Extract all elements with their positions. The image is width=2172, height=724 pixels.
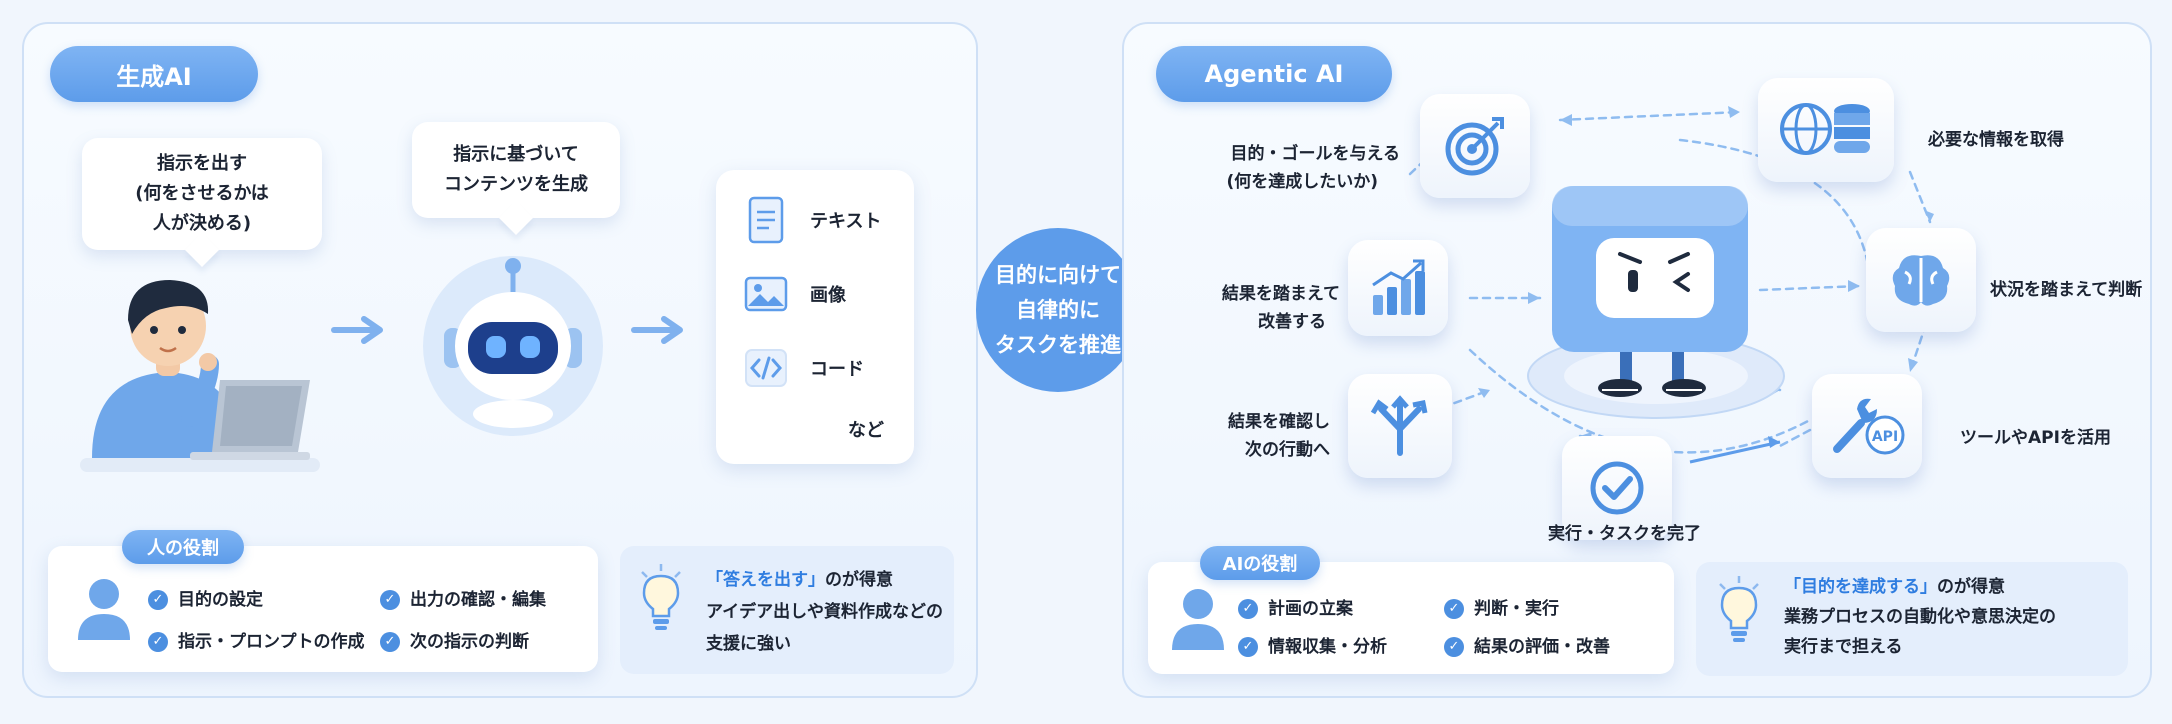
role-text: 出力の確認・編集 (410, 590, 546, 610)
confirm-tile (1348, 374, 1452, 478)
role-text: 判断・実行 (1474, 599, 1559, 619)
human-role-item: ✓ 出力の確認・編集 (380, 585, 546, 610)
ai-role-title: AIの役割 (1200, 546, 1320, 580)
lightbulb-icon (634, 562, 688, 632)
info-label: 必要な情報を取得 (1928, 126, 2064, 154)
document-icon (744, 196, 788, 244)
center-line: 自律的に (978, 293, 1138, 328)
wrench-api-icon: API (1829, 395, 1905, 457)
ai-role-item: ✓ 情報収集・分析 (1238, 632, 1387, 657)
generative-ai-title: 生成AI (50, 46, 258, 102)
output-item-image: 画像 (744, 272, 846, 316)
goal-line: (何を達成したいか) (1188, 168, 1378, 196)
check-icon: ✓ (1444, 637, 1464, 657)
ai-role-item: ✓ 結果の評価・改善 (1444, 632, 1610, 657)
output-item-text: テキスト (744, 196, 881, 244)
tip-rest: のが得意 (1937, 577, 2005, 597)
confirm-label: 結果を確認し 次の行動へ (1210, 408, 1330, 464)
ai-role-item: ✓ 判断・実行 (1444, 594, 1559, 619)
output-item-code: コード (744, 346, 864, 390)
center-line: タスクを推進 (978, 328, 1138, 363)
tip-rest: のが得意 (825, 570, 893, 590)
role-text: 指示・プロンプトの作成 (178, 632, 365, 652)
tip-line: 業務プロセスの自動化や意思決定の (1784, 602, 2056, 632)
center-label: 目的に向けて 自律的に タスクを推進 (978, 258, 1138, 363)
agent-character (1516, 180, 1796, 430)
output-label: 画像 (810, 281, 846, 307)
improve-label: 結果を踏まえて 改善する (1200, 280, 1340, 336)
person-laptop-illustration (70, 268, 330, 478)
tool-tile: API (1812, 374, 1922, 478)
check-circle-icon (1587, 458, 1647, 518)
instruction-bubble-line: 指示を出す (157, 149, 247, 179)
outputs-more: など (848, 416, 884, 442)
tip-line: アイデア出しや資料作成などの (706, 596, 943, 628)
code-icon (744, 346, 788, 390)
instruction-bubble-line: 人が決める) (153, 209, 251, 239)
lightbulb-icon (1712, 574, 1766, 644)
role-text: 情報収集・分析 (1268, 637, 1387, 657)
output-label: テキスト (810, 207, 881, 233)
confirm-line: 結果を確認し (1210, 408, 1330, 436)
tip-highlight: 「答えを出す」 (706, 570, 825, 590)
check-icon: ✓ (1238, 637, 1258, 657)
human-role-item: ✓ 指示・プロンプトの作成 (148, 627, 365, 652)
brain-icon (1889, 250, 1953, 310)
role-text: 次の指示の判断 (410, 632, 529, 652)
tool-label: ツールやAPIを活用 (1960, 424, 2111, 452)
check-icon: ✓ (1238, 599, 1258, 619)
judge-tile (1866, 228, 1976, 332)
robot-icon (416, 246, 610, 436)
tip-highlight: 「目的を達成する」 (1784, 577, 1937, 597)
execute-label: 実行・タスクを完了 (1548, 520, 1701, 548)
instruction-bubble-line: (何をさせるかは (135, 179, 269, 209)
generate-bubble-line: 指示に基づいて (453, 140, 578, 170)
check-icon: ✓ (148, 590, 168, 610)
generative-ai-tip-text: 「答えを出す」のが得意 アイデア出しや資料作成などの 支援に強い (706, 564, 943, 660)
info-tile (1758, 78, 1894, 182)
user-icon (1170, 586, 1226, 652)
role-text: 目的の設定 (178, 590, 263, 610)
human-role-title: 人の役割 (122, 530, 244, 564)
role-text: 計画の立案 (1268, 599, 1353, 619)
instruction-bubble: 指示を出す (何をさせるかは 人が決める) (82, 138, 322, 250)
target-icon (1444, 115, 1506, 177)
arrow-right-icon (330, 314, 386, 346)
confirm-line: 次の行動へ (1210, 436, 1330, 464)
goal-line: 目的・ゴールを与える (1188, 140, 1400, 168)
user-icon (76, 576, 132, 642)
role-text: 結果の評価・改善 (1474, 637, 1610, 657)
check-icon: ✓ (1444, 599, 1464, 619)
image-icon (744, 272, 788, 316)
tip-line: 実行まで担える (1784, 632, 2056, 662)
goal-label: 目的・ゴールを与える (何を達成したいか) (1188, 140, 1400, 196)
improve-line: 改善する (1200, 308, 1326, 336)
tip-line: 支援に強い (706, 628, 943, 660)
judge-label: 状況を踏まえて判断 (1990, 276, 2142, 304)
check-icon: ✓ (380, 590, 400, 610)
generate-content-bubble: 指示に基づいて コンテンツを生成 (412, 122, 620, 218)
check-icon: ✓ (380, 632, 400, 652)
generate-bubble-line: コンテンツを生成 (444, 170, 588, 200)
tip-headline: 「答えを出す」のが得意 (706, 564, 943, 596)
goal-tile (1420, 94, 1530, 198)
output-label: コード (810, 355, 864, 381)
growth-chart-icon (1367, 257, 1429, 319)
agentic-ai-tip-text: 「目的を達成する」のが得意 業務プロセスの自動化や意思決定の 実行まで担える (1784, 572, 2056, 662)
arrow-right-icon (630, 314, 686, 346)
check-icon: ✓ (148, 632, 168, 652)
improve-tile (1348, 240, 1448, 336)
human-role-item: ✓ 目的の設定 (148, 585, 263, 610)
human-role-item: ✓ 次の指示の判断 (380, 627, 529, 652)
improve-line: 結果を踏まえて (1200, 280, 1340, 308)
api-badge: API (1872, 429, 1898, 445)
ai-role-item: ✓ 計画の立案 (1238, 594, 1353, 619)
center-line: 目的に向けて (978, 258, 1138, 293)
tip-headline: 「目的を達成する」のが得意 (1784, 572, 2056, 602)
branch-arrows-icon (1369, 395, 1431, 457)
globe-database-icon (1778, 99, 1874, 161)
